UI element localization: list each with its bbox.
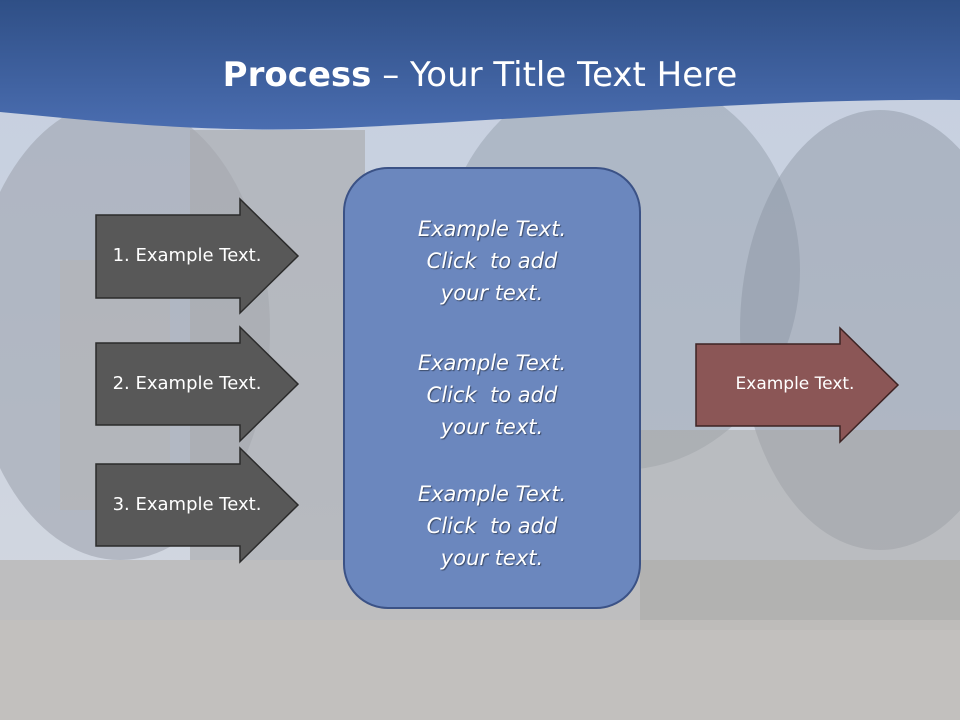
title-dash: – [371, 55, 411, 95]
slide-title[interactable]: Process – Your Title Text Here [0, 50, 960, 100]
center-paragraph-3-line-3: your text. [440, 546, 544, 570]
center-paragraph-3-line-1: Example Text. [417, 482, 567, 506]
title-rest: Your Title Text Here [410, 55, 738, 95]
center-paragraph-1-line-2: Click to add [426, 249, 558, 273]
left-arrow-1-shape[interactable] [95, 197, 300, 315]
right-arrow-label: Example Text. [735, 374, 855, 394]
center-paragraph-2-line-1: Example Text. [417, 351, 567, 375]
left-arrow-2-label: 2. Example Text. [112, 373, 262, 394]
center-box-shape[interactable] [343, 167, 641, 609]
center-paragraph-2-line-3: your text. [440, 415, 544, 439]
center-paragraph-1[interactable]: Example Text. Click to add your text. [344, 213, 640, 309]
left-arrow-2-shape[interactable] [95, 325, 300, 443]
center-paragraph-3-line-2: Click to add [426, 514, 558, 538]
left-arrow-3-label: 3. Example Text. [112, 494, 262, 515]
center-paragraph-1-line-3: your text. [440, 281, 544, 305]
left-arrow-3-shape[interactable] [95, 446, 300, 564]
title-bold: Process [222, 55, 372, 95]
right-arrow-shape[interactable] [695, 326, 900, 444]
center-paragraph-1-line-1: Example Text. [417, 217, 567, 241]
left-arrow-1-label: 1. Example Text. [112, 245, 262, 266]
center-paragraph-2-line-2: Click to add [426, 383, 558, 407]
center-paragraph-3[interactable]: Example Text. Click to add your text. [344, 478, 640, 574]
center-paragraph-2[interactable]: Example Text. Click to add your text. [344, 347, 640, 443]
